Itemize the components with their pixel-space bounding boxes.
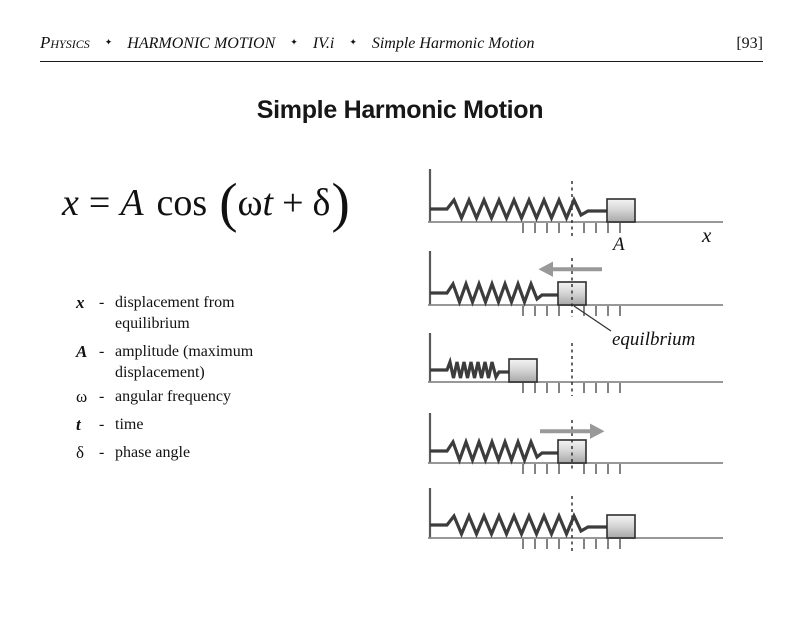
tick-marks <box>522 539 621 549</box>
diagram-mass-at-plus-A: A x <box>428 169 723 255</box>
breadcrumb-section: IV.i <box>312 35 335 52</box>
definition-dash: - <box>99 444 105 461</box>
diamond-separator-icon: ✦ <box>290 37 298 47</box>
spring <box>430 279 558 307</box>
x-axis-label: x <box>701 223 712 247</box>
equation-omega: ω <box>237 182 263 224</box>
definition-row-x: x - displacement from equilibrium <box>76 292 336 334</box>
definition-text: phase angle <box>115 444 191 461</box>
stretched-spring <box>430 195 607 223</box>
page-header: Physics ✦ HARMONIC MOTION ✦ IV.i ✦ Simpl… <box>40 33 763 62</box>
page-title: Simple Harmonic Motion <box>256 96 544 124</box>
equation-plus: + <box>282 182 304 224</box>
diagram-mass-at-plus-A-again <box>428 488 723 551</box>
velocity-arrow-right-icon <box>540 423 605 439</box>
definition-row-time: t - time <box>76 414 336 435</box>
definition-text: amplitude (maximum displacement) <box>115 343 254 381</box>
diamond-separator-icon: ✦ <box>349 37 357 47</box>
stretched-spring <box>430 511 607 539</box>
definition-symbol: A <box>76 342 88 361</box>
breadcrumb-chapter: HARMONIC MOTION <box>127 35 276 52</box>
compressed-spring <box>430 356 509 382</box>
definition-text: time <box>115 416 144 433</box>
definition-dash: - <box>99 343 105 360</box>
definition-dash: - <box>99 416 105 433</box>
spring-mass-diagrams: A x equilbrium <box>428 169 723 551</box>
equation-cos: cos <box>156 182 208 224</box>
amplitude-label: A <box>611 234 625 255</box>
breadcrumb-subject: Physics <box>40 33 90 52</box>
definition-text: displacement from equilibrium <box>115 294 235 332</box>
variable-definitions: x - displacement from equilibrium A - am… <box>76 292 336 463</box>
tick-marks <box>522 223 621 233</box>
definition-symbol: x <box>76 293 85 312</box>
tick-marks <box>522 383 621 393</box>
definition-symbol: t <box>76 415 81 434</box>
breadcrumb: Physics ✦ HARMONIC MOTION ✦ IV.i ✦ Simpl… <box>40 33 535 53</box>
definition-symbol: δ <box>76 443 85 462</box>
tick-marks <box>522 464 621 474</box>
shm-equation: x = A cos ( ω t + δ ) <box>62 167 350 239</box>
equation-delta: δ <box>312 182 331 224</box>
definition-row-delta: δ - phase angle <box>76 442 336 463</box>
equilibrium-label: equilbrium <box>612 329 695 350</box>
definition-row-omega: ω - angular frequency <box>76 386 336 407</box>
definition-row-amplitude: A - amplitude (maximum displacement) <box>76 341 336 383</box>
equation-time: t <box>262 182 274 224</box>
mass-block <box>606 198 636 223</box>
page-number: [93] <box>736 35 763 52</box>
definition-dash: - <box>99 294 105 311</box>
mass-block <box>606 514 636 539</box>
diagram-mass-at-minus-A <box>428 333 723 396</box>
definition-text: angular frequency <box>115 388 231 405</box>
diagram-mass-moving-left: equilbrium <box>428 251 723 350</box>
tick-marks <box>522 306 621 316</box>
diamond-separator-icon: ✦ <box>104 37 113 47</box>
equation-equals: = <box>88 182 111 224</box>
equilibrium-pointer-line <box>573 305 612 332</box>
equation-x: x <box>62 182 79 224</box>
definition-dash: - <box>99 388 105 405</box>
diagram-mass-moving-right <box>428 413 723 474</box>
breadcrumb-topic: Simple Harmonic Motion <box>371 35 535 52</box>
definition-symbol: ω <box>76 387 88 406</box>
spring <box>430 437 558 465</box>
velocity-arrow-left-icon <box>538 261 602 277</box>
mass-block <box>508 358 538 383</box>
equation-amplitude: A <box>120 182 144 224</box>
